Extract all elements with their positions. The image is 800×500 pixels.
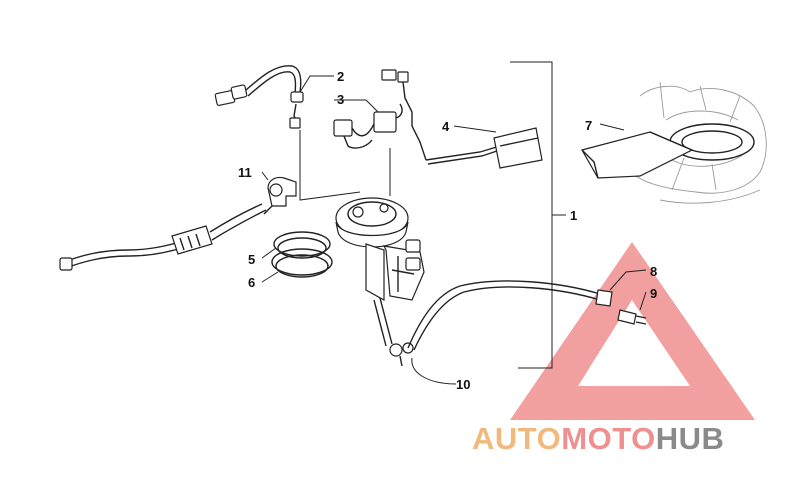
part-elbow-fitting [263, 176, 297, 215]
watermark-inner-mark [600, 326, 666, 378]
watermark-triangle [510, 242, 755, 420]
callout-10: 10 [456, 377, 470, 392]
callout-6: 6 [248, 275, 255, 290]
assembly-bracket [510, 61, 566, 369]
part-connector [333, 103, 403, 149]
part-fuel-line [407, 280, 613, 351]
callout-8: 8 [650, 264, 657, 279]
callout-7: 7 [585, 118, 592, 133]
callout-1: 1 [570, 208, 577, 223]
watermark-text-auto: AUTO [472, 421, 561, 456]
watermark-text-hub: HUB [656, 421, 725, 456]
part-rings [271, 231, 333, 278]
watermark-logo-mark [510, 242, 755, 420]
part-fuel-hose-left [59, 203, 267, 271]
callout-9: 9 [650, 286, 657, 301]
callout-3: 3 [337, 92, 344, 107]
part-hose-fitting [617, 309, 647, 325]
callout-5: 5 [248, 252, 255, 267]
callout-4: 4 [442, 119, 450, 134]
watermark-text: AUTOMOTOHUB [472, 421, 724, 456]
leader-lines [261, 75, 647, 385]
part-wire-harness [214, 65, 304, 129]
callout-2: 2 [337, 69, 344, 84]
part-fuel-level-sender [381, 69, 543, 169]
watermark-text-moto: MOTO [561, 421, 655, 456]
part-tank-cover [581, 81, 767, 204]
callout-11: 11 [238, 165, 252, 180]
